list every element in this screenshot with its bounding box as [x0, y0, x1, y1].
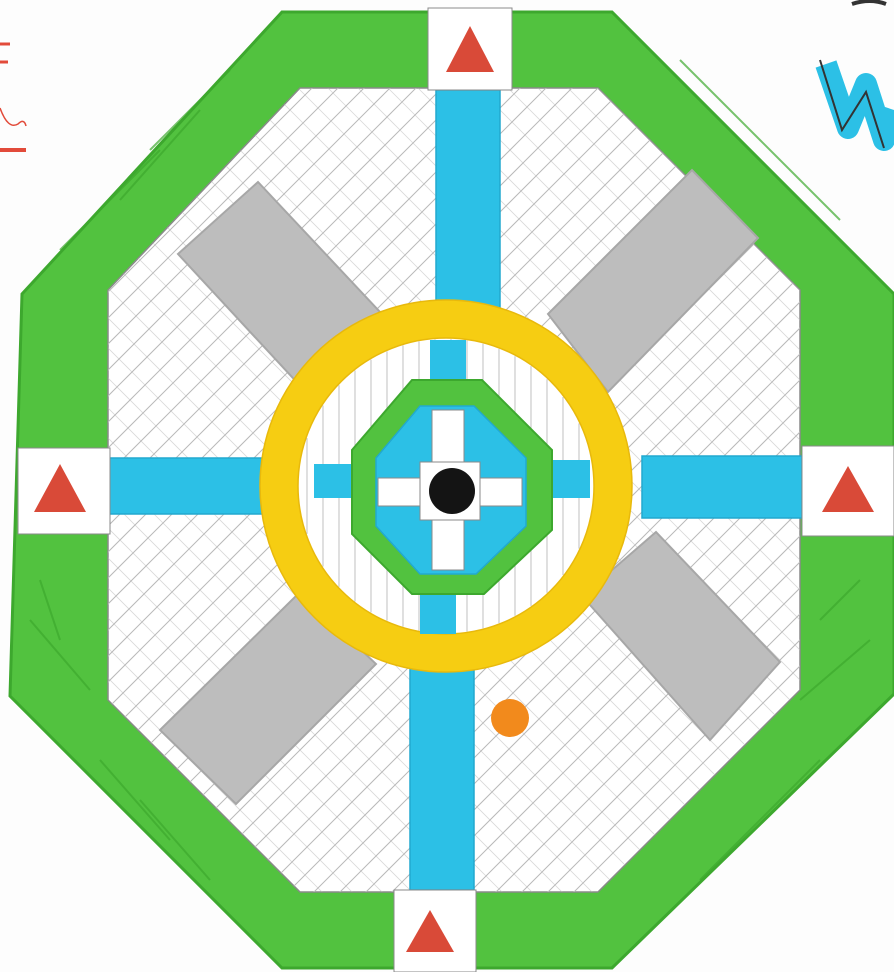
- north-gate: [428, 8, 512, 90]
- inner-spoke-north: [430, 340, 466, 382]
- inner-spoke-east: [548, 460, 590, 498]
- inner-spoke-south: [420, 592, 456, 634]
- blue-path-north: [436, 90, 500, 308]
- blue-path-west: [108, 458, 276, 514]
- blue-path-south: [410, 660, 474, 890]
- south-gate: [394, 890, 476, 972]
- inner-spoke-west: [314, 464, 356, 498]
- orange-ball: [491, 699, 529, 737]
- center-black-dot: [429, 468, 475, 514]
- west-gate: [18, 448, 110, 534]
- east-gate: [802, 446, 894, 536]
- blue-path-east: [642, 456, 802, 518]
